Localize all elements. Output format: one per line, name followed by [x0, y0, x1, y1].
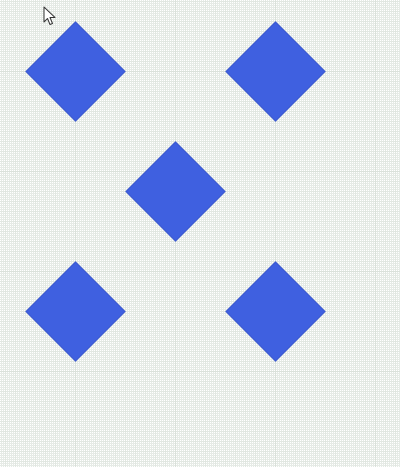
diamond-top-left[interactable] [25, 21, 126, 122]
diamond-top-right[interactable] [225, 21, 326, 122]
diamond-bottom-left[interactable] [25, 261, 126, 362]
arrow-pointer-icon [43, 6, 56, 25]
diamond-bottom-right[interactable] [225, 261, 326, 362]
diamond-center[interactable] [125, 141, 226, 242]
